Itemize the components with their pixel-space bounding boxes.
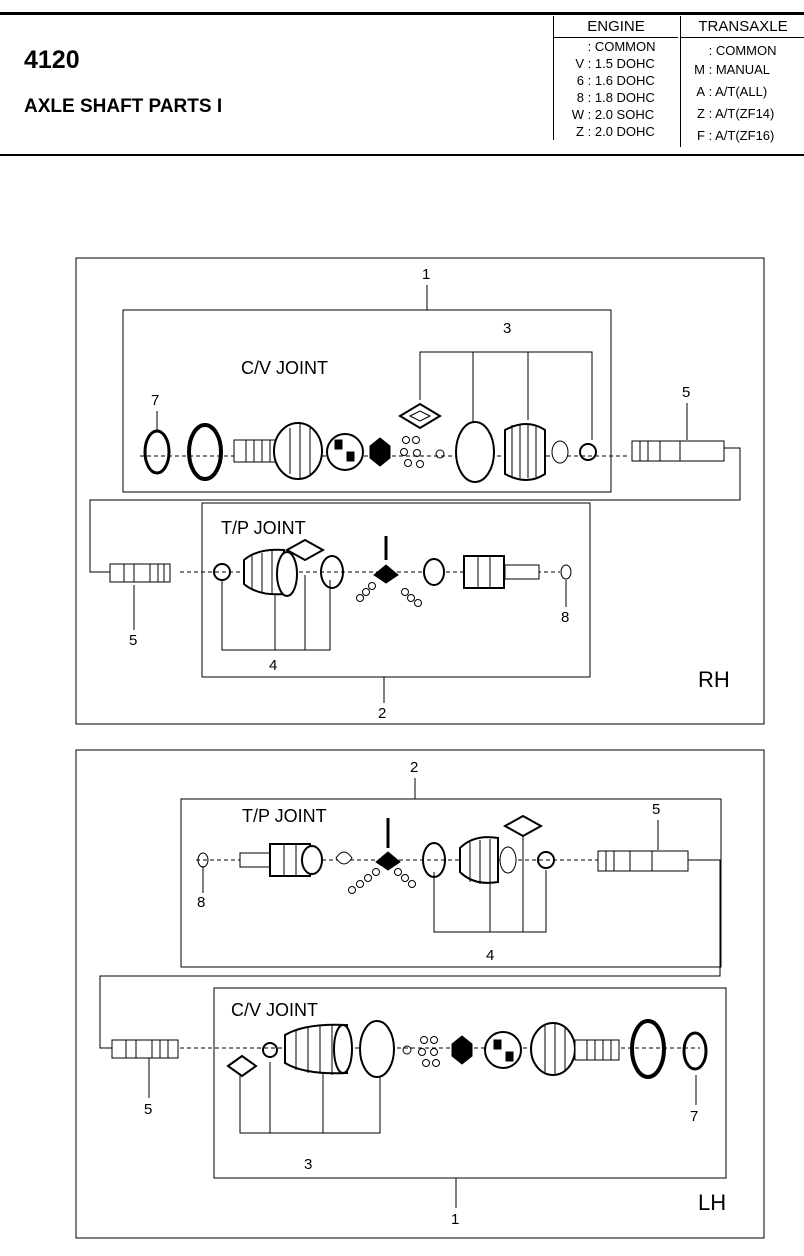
transaxle-legend-table: TRANSAXLE : COMMON M : MANUAL A : A/T(AL… xyxy=(680,16,804,147)
rh-tone-ring-icon xyxy=(187,423,223,481)
rh-callout-5a: 5 xyxy=(682,384,690,401)
lh-circlip-icon xyxy=(682,1031,708,1071)
rh-shaft-path xyxy=(89,447,741,573)
rh-tp-grease-icon xyxy=(284,538,326,562)
lh-side-label: LH xyxy=(698,1190,726,1215)
rh-tp-parts xyxy=(109,536,572,607)
lh-callout-3: 3 xyxy=(304,1156,312,1173)
rh-callout-3: 3 xyxy=(503,320,511,337)
lh-tp-grease-icon xyxy=(502,814,544,838)
lh-cv-parts xyxy=(111,1019,708,1079)
rh-grease-packet-icon xyxy=(398,402,442,430)
lh-boot-clamp-icon xyxy=(262,1042,278,1058)
rh-callout-1: 1 xyxy=(422,266,430,283)
lh-tp-joint-box xyxy=(180,798,722,968)
lh-tone-ring-icon xyxy=(630,1019,666,1079)
rh-side-label: RH xyxy=(698,667,730,692)
header-top-rule xyxy=(0,12,804,15)
rh-callout-4: 4 xyxy=(269,657,277,674)
rh-outer-race-icon xyxy=(273,422,323,480)
rh-axle-diagram: C/V JOINT T/P JOINT RH 1 3 7 5 5 8 4 2 xyxy=(75,257,765,725)
lh-tp-clamp-icon xyxy=(537,851,555,869)
rh-boot-cover-icon xyxy=(455,421,495,483)
lh-tp-boot-icon xyxy=(459,836,499,884)
lh-callout-7: 7 xyxy=(690,1108,698,1125)
rh-tp-joint-box xyxy=(201,502,591,678)
rh-tp-joint-label: T/P JOINT xyxy=(221,518,306,538)
engine-row: W : 2.0 SOHC xyxy=(571,107,655,122)
lh-callout-8: 8 xyxy=(197,894,205,911)
transaxle-row: : COMMON xyxy=(708,43,777,58)
rh-stub-shaft-icon xyxy=(233,439,279,463)
engine-row: V : 1.5 DOHC xyxy=(575,56,655,71)
lh-tp-joint-label: T/P JOINT xyxy=(242,806,327,826)
lh-grease-packet-icon xyxy=(226,1054,258,1078)
engine-row: : COMMON xyxy=(587,39,656,54)
lh-stub-shaft-icon xyxy=(574,1039,620,1061)
lh-axle-diagram: T/P JOINT C/V JOINT LH 2 5 8 4 5 7 3 1 xyxy=(75,749,765,1239)
lh-shaft-end-icon xyxy=(111,1039,179,1059)
rh-tp-ring-icon xyxy=(320,555,344,589)
lh-boot-cover-icon xyxy=(359,1020,395,1078)
lh-tp-ring-icon xyxy=(422,842,446,878)
rh-callout-8: 8 xyxy=(561,609,569,626)
transaxle-row: Z : A/T(ZF14) xyxy=(697,106,775,121)
transaxle-row: M : MANUAL xyxy=(694,62,771,77)
rh-ball-cage-icon xyxy=(326,433,364,471)
rh-callout-2: 2 xyxy=(378,705,386,722)
engine-row: 6 : 1.6 DOHC xyxy=(576,73,655,88)
lh-frame xyxy=(75,749,765,1239)
engine-heading: ENGINE xyxy=(554,16,678,38)
lh-outer-race-icon xyxy=(530,1022,576,1076)
transaxle-heading: TRANSAXLE xyxy=(681,16,804,38)
rh-cv-joint-box xyxy=(122,309,612,493)
rh-circlip-icon xyxy=(143,429,171,475)
rh-tp-housing-icon xyxy=(463,555,505,589)
rh-frame xyxy=(75,257,765,725)
engine-row: 8 : 1.8 DOHC xyxy=(576,90,655,105)
lh-callout-1: 1 xyxy=(451,1211,459,1228)
engine-row: Z : 2.0 DOHC xyxy=(576,124,655,139)
rh-cv-boot-icon xyxy=(504,423,546,481)
transaxle-row: F : A/T(ZF16) xyxy=(697,128,775,143)
rh-callout-5b: 5 xyxy=(129,632,137,649)
page-title: AXLE SHAFT PARTS I xyxy=(24,96,223,117)
lh-ball-cage-icon xyxy=(484,1031,522,1069)
lh-cv-joint-label: C/V JOINT xyxy=(231,1000,318,1020)
header-bottom-rule xyxy=(0,154,804,156)
rh-cv-joint-label: C/V JOINT xyxy=(241,358,328,378)
lh-tp-housing-icon xyxy=(269,843,311,877)
lh-cv-joint-box xyxy=(213,987,727,1179)
lh-callout-2: 2 xyxy=(410,759,418,776)
rh-tp-clamp-icon xyxy=(213,563,231,581)
rh-inner-race-icon xyxy=(369,437,391,467)
lh-callout-4: 4 xyxy=(486,947,494,964)
rh-callout-7: 7 xyxy=(151,392,159,409)
rh-boot-clamp-icon xyxy=(579,443,597,461)
lh-shaft-path xyxy=(99,859,721,1049)
rh-shaft-end-icon xyxy=(109,563,171,583)
lh-callout-5b: 5 xyxy=(144,1101,152,1118)
lh-callout-5a: 5 xyxy=(652,801,660,818)
lh-tp-parts xyxy=(197,814,689,894)
engine-legend-table: ENGINE : COMMON V : 1.5 DOHC 6 : 1.6 DOH… xyxy=(553,16,678,140)
rh-axle-shaft-icon xyxy=(631,440,725,462)
section-code: 4120 xyxy=(24,46,80,74)
rh-cv-parts xyxy=(143,402,725,483)
transaxle-row: A : A/T(ALL) xyxy=(696,84,768,99)
lh-axle-shaft-icon xyxy=(597,850,689,872)
lh-inner-race-icon xyxy=(451,1035,473,1065)
